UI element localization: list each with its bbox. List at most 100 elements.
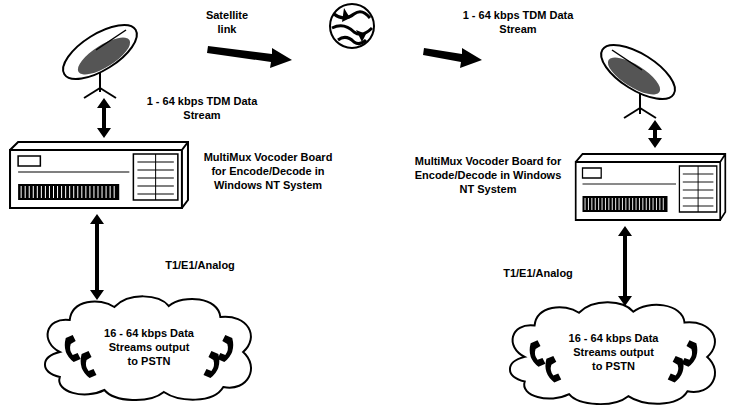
slot-line <box>41 186 42 198</box>
device-stripe <box>18 172 129 173</box>
slot-line <box>69 186 70 198</box>
slot-line <box>45 186 46 198</box>
slot-line <box>89 186 90 198</box>
slot-line <box>61 186 62 198</box>
slot-line <box>629 198 630 210</box>
label-text: 1 - 64 kbps TDM Data Stream <box>462 8 574 36</box>
slot-line <box>73 186 74 198</box>
left-dish <box>55 14 145 98</box>
cloud-shape <box>510 302 715 404</box>
device-body <box>10 150 182 208</box>
link-arrow <box>90 214 104 300</box>
edge-label-holder: T1/E1/Analog <box>488 266 588 280</box>
cloud-label: 16 - 64 kbps Data Streams output to PSTN <box>102 326 196 368</box>
slot-line <box>625 198 626 210</box>
slot-line <box>612 198 613 210</box>
edge-label-holder: T1/E1/Analog <box>150 258 250 272</box>
handset <box>682 340 698 367</box>
slot-line <box>114 186 115 198</box>
annotation-label: 1 - 64 kbps TDM Data Stream <box>462 8 574 36</box>
link-arrows <box>97 46 662 148</box>
edge-label: T1/E1/Analog <box>501 266 575 280</box>
handset <box>530 340 546 367</box>
slot-line <box>649 198 650 210</box>
slot-line <box>53 186 54 198</box>
vocoder-device: MultiMux Vocoder Board for Encode/Decode… <box>574 152 727 224</box>
text-holder: MultiMux Vocoder Board for Encode/Decode… <box>410 154 566 196</box>
annotation-label: 1 - 64 kbps TDM Data Stream <box>146 94 258 122</box>
slot-line <box>65 186 66 198</box>
handset <box>217 335 233 362</box>
panel-divider <box>698 166 699 212</box>
slot-line <box>656 198 657 210</box>
device-side <box>576 154 726 220</box>
handset <box>204 351 220 378</box>
device-side <box>10 142 188 208</box>
slot-line <box>619 198 620 210</box>
device-stripe <box>583 184 677 185</box>
text-holder: 16 - 64 kbps Data Streams output to PSTN <box>40 292 258 402</box>
edge-label: T1/E1/Analog <box>163 258 237 272</box>
right-dish <box>593 34 683 118</box>
handset <box>81 351 97 378</box>
slot-line <box>595 198 596 210</box>
slot-line <box>97 186 98 198</box>
device-slots <box>18 184 119 200</box>
slot-line <box>77 186 78 198</box>
panel-divider <box>155 154 156 200</box>
device-panel <box>679 166 716 212</box>
slot-line <box>106 186 107 198</box>
slot-line <box>598 198 599 210</box>
device-outline <box>574 152 727 224</box>
slot-line <box>615 198 616 210</box>
slot-line <box>622 198 623 210</box>
annotation-label: Satellite link <box>196 8 258 36</box>
vocoder-device: MultiMux Vocoder Board for Encode/Decode… <box>8 140 190 212</box>
slot-line <box>642 198 643 210</box>
slot-line <box>608 198 609 210</box>
telephone-icon <box>668 356 684 383</box>
handset <box>65 335 81 362</box>
slot-line <box>653 198 654 210</box>
slot-line <box>110 186 111 198</box>
device-slots <box>583 196 668 212</box>
device-panel <box>133 154 177 200</box>
satellite <box>330 4 374 48</box>
device-label: MultiMux Vocoder Board for Encode/Decode… <box>410 154 566 196</box>
device-body <box>576 162 721 220</box>
slot-line <box>659 198 660 210</box>
text-holder: MultiMux Vocoder Board for Encode/Decode… <box>198 150 338 192</box>
slot-line <box>588 198 589 210</box>
slot-line <box>25 186 26 198</box>
slot-line <box>663 198 664 210</box>
device-label: MultiMux Vocoder Board for Encode/Decode… <box>198 150 338 192</box>
slot-line <box>37 186 38 198</box>
telephone-icon <box>545 356 561 383</box>
slot-line <box>646 198 647 210</box>
device-display <box>18 156 40 166</box>
telephone-icon <box>204 351 220 378</box>
slot-line <box>21 186 22 198</box>
slot-line <box>639 198 640 210</box>
slot-line <box>85 186 86 198</box>
slot-line <box>93 186 94 198</box>
cloud-shape <box>45 296 251 400</box>
slot-line <box>585 198 586 210</box>
telephone-icon <box>65 335 81 362</box>
slot-line <box>81 186 82 198</box>
handset <box>668 356 684 383</box>
slot-line <box>49 186 50 198</box>
pstn-cloud: 16 - 64 kbps Data Streams output to PSTN <box>40 292 258 402</box>
slot-line <box>602 198 603 210</box>
text-holder: 16 - 64 kbps Data Streams output to PSTN <box>505 298 722 406</box>
slot-line <box>33 186 34 198</box>
slot-line <box>605 198 606 210</box>
label-text: 1 - 64 kbps TDM Data Stream <box>146 94 258 122</box>
cloud-label: 16 - 64 kbps Data Streams output to PSTN <box>567 331 661 373</box>
telephone-icon <box>530 340 546 367</box>
telephone-icon <box>217 335 233 362</box>
slot-line <box>591 198 592 210</box>
slot-line <box>29 186 30 198</box>
telephone-icon <box>81 351 97 378</box>
